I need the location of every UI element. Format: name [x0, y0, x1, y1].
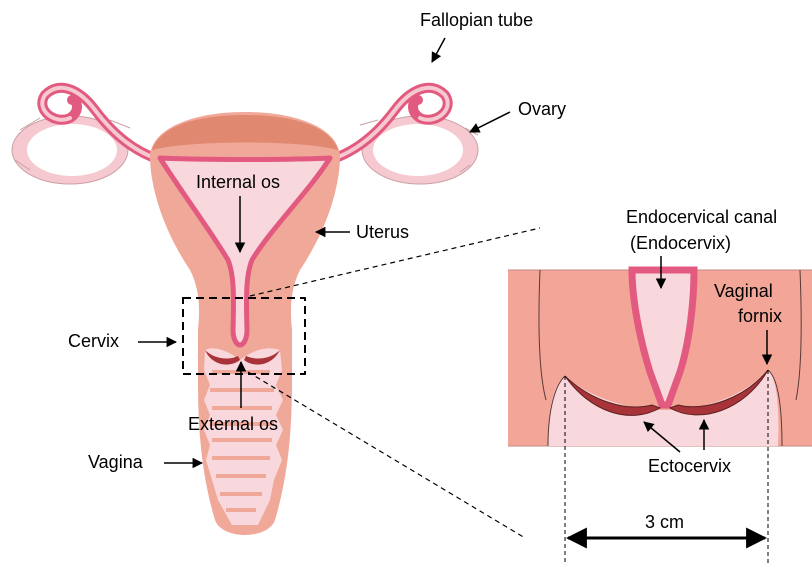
uterus-illustration: [12, 88, 478, 535]
label-ovary: Ovary: [518, 99, 566, 119]
label-uterus: Uterus: [356, 222, 409, 242]
label-ectocervix: Ectocervix: [648, 456, 731, 476]
label-endocervical-canal: Endocervical canal: [626, 207, 777, 227]
zoom-line-bottom: [248, 372, 525, 538]
label-external-os: External os: [188, 414, 278, 434]
label-vaginal-fornix-line1: Vaginal: [714, 281, 773, 301]
label-vagina: Vagina: [88, 452, 144, 472]
label-fallopian-tube: Fallopian tube: [420, 10, 533, 30]
label-cervix: Cervix: [68, 331, 119, 351]
label-scale: 3 cm: [645, 512, 684, 532]
label-internal-os: Internal os: [196, 172, 280, 192]
label-endocervix: (Endocervix): [630, 233, 731, 253]
label-vaginal-fornix-line2: fornix: [738, 306, 782, 326]
